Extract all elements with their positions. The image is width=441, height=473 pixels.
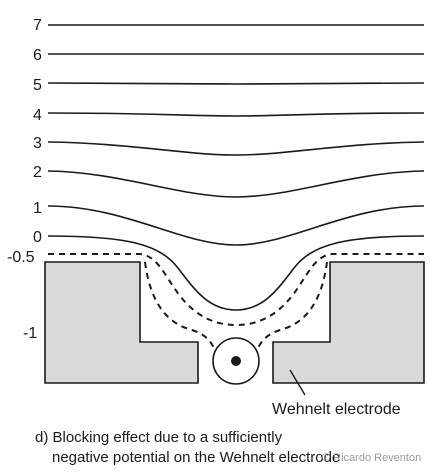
- caption-line-2: negative potential on the Wehnelt electr…: [52, 449, 340, 466]
- potential-label-5: 5: [33, 77, 42, 94]
- equipotential-line-minus-0-5-left: [144, 261, 217, 356]
- electrode-pointer-line: [289, 369, 306, 396]
- potential-label-0: 0: [33, 229, 42, 246]
- equipotential-line-3: [47, 141, 425, 156]
- wehnelt-electrode-left: [44, 261, 199, 384]
- electrode-label: Wehnelt electrode: [272, 401, 401, 418]
- equipotential-line-5: [47, 82, 425, 85]
- potential-label-2: 2: [33, 164, 42, 181]
- potential-label-minus-0-5: -0.5: [7, 249, 35, 266]
- potential-label-minus-1: -1: [23, 325, 37, 342]
- equipotential-line-minus-0-5-outer: [48, 253, 424, 327]
- equipotential-line-minus-0-5-right: [255, 261, 328, 356]
- equipotential-line-1: [47, 205, 425, 246]
- potential-label-3: 3: [33, 135, 42, 152]
- cathode-inner-dot: [231, 356, 241, 366]
- equipotential-line-2: [47, 170, 425, 198]
- watermark: © Ricardo Reventon: [322, 452, 421, 464]
- equipotential-line-4: [47, 112, 425, 117]
- potential-label-6: 6: [33, 47, 42, 64]
- caption-line-1: d) Blocking effect due to a sufficiently: [35, 429, 283, 446]
- potential-label-7: 7: [33, 17, 42, 34]
- potential-label-1: 1: [33, 200, 42, 217]
- potential-label-4: 4: [33, 107, 42, 124]
- wehnelt-electrode-right: [272, 261, 425, 384]
- equipotential-line-0: [47, 235, 425, 311]
